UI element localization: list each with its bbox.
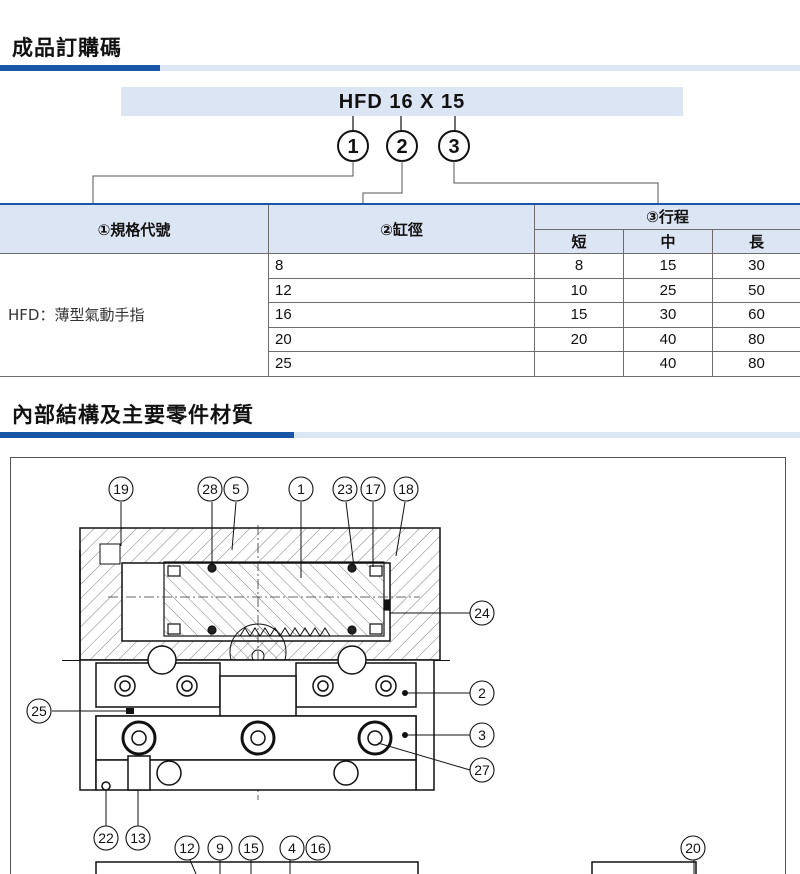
callout-19: 19 [113,481,129,497]
callout-9: 9 [216,840,224,856]
table-row: 16 15 30 60 [0,302,800,328]
callout-circles [26,476,706,861]
header-stroke-mid: 中 [623,228,713,254]
callout-4: 4 [288,840,296,856]
bore-cell: 20 [268,326,535,352]
model-description: HFD：薄型氣動手指 [0,253,269,377]
marker-3: 3 [448,136,459,158]
bottom-view [95,861,697,874]
stroke-mid-cell: 40 [623,326,713,352]
callout-leaders [52,501,695,874]
stroke-short-cell [534,351,624,377]
bolt-holes [101,645,397,791]
stroke-short-cell: 15 [534,302,624,328]
header-stroke: ③行程 [534,203,800,230]
section-divider [0,65,800,71]
callout-22: 22 [98,830,114,846]
callout-28: 28 [202,481,218,497]
table-row: HFD：薄型氣動手指 8 8 15 30 [0,253,800,377]
callout-1: 1 [297,481,305,497]
callout-13: 13 [130,830,146,846]
bore-cell: 8 [268,253,535,279]
marker-2: 2 [396,136,407,158]
section-divider [0,432,800,438]
drawing-frame [10,457,786,874]
bore-cell: 25 [268,351,535,377]
callout-16: 16 [310,840,326,856]
callout-20: 20 [685,840,701,856]
stroke-mid-cell: 30 [623,302,713,328]
model-code-banner: HFD 16 X 15 [121,87,683,116]
stroke-long-cell: 80 [712,351,800,377]
callout-25: 25 [31,703,47,719]
marker-1: 1 [347,136,358,158]
callout-5: 5 [232,481,240,497]
section-title-order-code: 成品訂購碼 [12,36,122,60]
callout-23: 23 [337,481,353,497]
section-title-structure: 內部結構及主要零件材質 [12,403,254,427]
header-stroke-short: 短 [534,228,624,254]
header-bore: ②缸徑 [268,203,535,254]
callout-15: 15 [243,840,259,856]
callout-12: 12 [179,840,195,856]
table-row: 25 40 80 [0,351,800,377]
callout-17: 17 [365,481,381,497]
header-spec-code: ①規格代號 [0,203,269,254]
stroke-mid-cell: 25 [623,277,713,303]
order-code-markers [92,116,659,203]
piston [163,561,391,637]
callout-2: 2 [478,685,486,701]
callout-3: 3 [478,727,486,743]
callout-18: 18 [398,481,414,497]
stroke-mid-cell: 40 [623,351,713,377]
stroke-long-cell: 60 [712,302,800,328]
callout-24: 24 [474,605,490,621]
spec-table: ①規格代號 ②缸徑 ③行程 短 中 長 HFD：薄型氣動手指 8 8 15 30… [0,203,800,377]
callout-27: 27 [474,762,490,778]
